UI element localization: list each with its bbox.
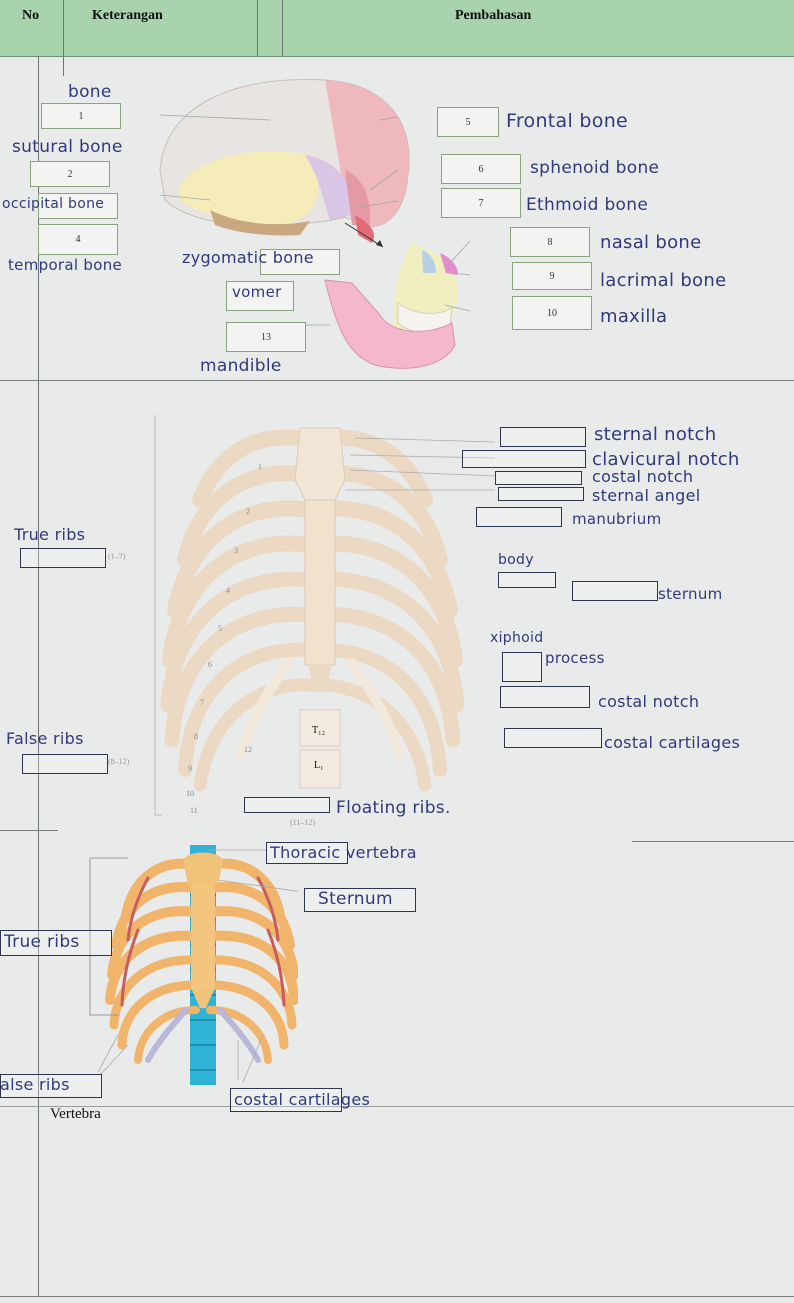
rib-number-4: 4 <box>226 586 230 595</box>
label-mandible: mandible <box>200 356 282 376</box>
label-maxilla: maxilla <box>600 306 667 327</box>
rib-number-12: 12 <box>244 745 252 754</box>
thorax-illustration <box>88 840 298 1090</box>
skull-box-8[interactable]: 8 <box>510 227 590 257</box>
box-body[interactable] <box>498 572 556 588</box>
label-lacrimal-bone: lacrimal bone <box>600 270 726 291</box>
label-floating-ribs: Floating ribs. <box>336 798 451 818</box>
label-true-ribs-2: True ribs <box>4 932 80 952</box>
header-keterangan: Keterangan <box>92 8 163 64</box>
skull-box-13[interactable]: 13 <box>226 322 306 352</box>
rib-number-2: 2 <box>246 507 250 516</box>
box-costal-cartilages[interactable] <box>504 728 602 748</box>
skull-box-10[interactable]: 10 <box>512 296 592 330</box>
rib-number-6: 6 <box>208 660 212 669</box>
rib-number-9: 9 <box>188 764 192 773</box>
label-costal-notch: costal notch <box>598 692 699 711</box>
skull-box-4[interactable]: 4 <box>38 224 118 255</box>
skull-illustration <box>140 75 480 385</box>
label-manubrium: manubrium <box>572 510 662 528</box>
header-pembahasan: Pembahasan <box>455 8 531 64</box>
label-false-ribs: False ribs <box>6 729 84 748</box>
box-manubrium[interactable] <box>476 507 562 527</box>
box-true-ribs[interactable] <box>20 548 106 568</box>
box-floating-ribs[interactable] <box>244 797 330 813</box>
rib-number-5: 5 <box>218 624 222 633</box>
caption-vertebra: Vertebra <box>50 1106 101 1123</box>
skull-box-2[interactable]: 2 <box>30 161 110 187</box>
label-sternal-angel: sternal angel <box>592 486 701 505</box>
label-body: body <box>498 552 534 568</box>
label-temporal-bone: temporal bone <box>8 256 122 274</box>
label-costal-notch-top: costal notch <box>592 467 693 486</box>
label-ethmoid-bone: Ethmoid bone <box>526 195 648 215</box>
label-occipital-bone: occipital bone <box>2 196 104 212</box>
box-sternal-angel[interactable] <box>498 487 584 501</box>
label-thoracic-vertebra: Thoracic vertebra <box>270 843 417 862</box>
skull-box-9[interactable]: 9 <box>512 262 592 290</box>
rib-number-10: 10 <box>186 789 194 798</box>
header-no: No <box>22 8 39 64</box>
rib-number-11: 11 <box>190 806 198 815</box>
box-sternal-notch[interactable] <box>500 427 586 447</box>
label-sutural-bone: sutural bone <box>12 137 123 157</box>
rib-number-8: 8 <box>194 732 198 741</box>
table-header: No Keterangan Pembahasan <box>0 0 794 57</box>
label-false-ribs-2: alse ribs <box>0 1075 70 1094</box>
box-clavicural-notch[interactable] <box>462 450 586 468</box>
box-false-ribs[interactable] <box>22 754 108 774</box>
box-xiphoid-process[interactable] <box>502 652 542 682</box>
box-sternum[interactable] <box>572 581 658 601</box>
label-frontal-bone: Frontal bone <box>506 110 628 132</box>
label-sphenoid-bone: sphenoid bone <box>530 158 659 178</box>
box-costal-notch-top[interactable] <box>495 471 582 485</box>
skull-box-5[interactable]: 5 <box>437 107 499 137</box>
label-true-ribs: True ribs <box>14 525 85 544</box>
t12-label: T₁₂ <box>312 725 325 736</box>
label-vomer: vomer <box>232 283 282 301</box>
label-costal-cartilages: costal cartilages <box>604 733 740 752</box>
label-zygomatic-bone: zygomatic bone <box>182 248 314 267</box>
false-range-label: (8–12) <box>108 757 129 766</box>
label-sternum: sternum <box>658 585 723 603</box>
rib-number-3: 3 <box>234 546 238 555</box>
rib-number-7: 7 <box>200 698 204 707</box>
skull-box-6[interactable]: 6 <box>441 154 521 184</box>
label-nasal-bone: nasal bone <box>600 232 702 253</box>
label-sternal-notch: sternal notch <box>594 424 716 445</box>
floating-range-label: (11–12) <box>290 818 315 827</box>
label-xiphoid: xiphoid <box>490 630 543 646</box>
label-bone: bone <box>68 82 112 102</box>
label-sternum-2: Sternum <box>318 889 393 909</box>
label-process: process <box>545 649 605 667</box>
skull-box-7[interactable]: 7 <box>441 188 521 218</box>
label-costal-cartilages-2: costal cartilages <box>234 1090 370 1109</box>
true-range-label: (1–7) <box>108 552 125 561</box>
box-costal-notch[interactable] <box>500 686 590 708</box>
l1-label: L₁ <box>314 760 324 771</box>
skull-box-1[interactable]: 1 <box>41 103 121 129</box>
rib-number-1: 1 <box>258 462 262 471</box>
